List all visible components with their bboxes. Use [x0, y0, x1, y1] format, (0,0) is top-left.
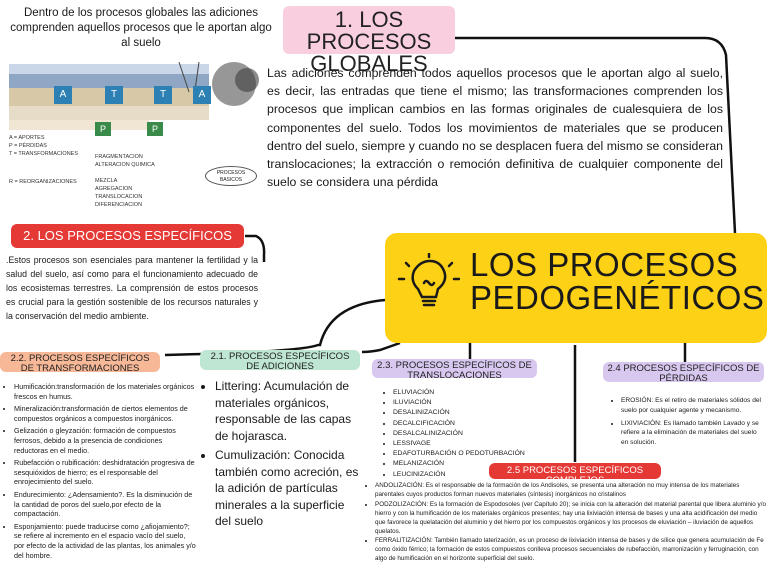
- section-22-list: Humificación:transformación de los mater…: [2, 382, 197, 563]
- section-23-list: ELUVIACIÓN ILUVIACIÓN DESALINIZACIÓN DEC…: [383, 388, 553, 480]
- list-item: ILUVIACIÓN: [393, 398, 553, 408]
- marker-perdidas-1: P: [95, 122, 111, 136]
- section-25-title: 2.5 PROCESOS ESPECÍFICOS COMPLEJOS: [489, 463, 661, 485]
- list-item: EROSIÓN: Es el retiro de materiales sóli…: [621, 396, 762, 416]
- result-ellipse: PROCESOS BASICOS: [205, 166, 257, 186]
- list-item: DESALINIZACIÓN: [393, 408, 553, 418]
- section-22-title: 2.2. PROCESOS ESPECÍFICOS DE TRANSFORMAC…: [0, 352, 160, 373]
- list-item: Esponjamiento: puede traducirse como ¿af…: [14, 522, 197, 560]
- section-21-title: 2.1. PROCESOS ESPECÍFICOS DE ADICIONES: [200, 350, 360, 371]
- list-item: ELUVIACIÓN: [393, 388, 553, 398]
- section-1-title: 1. LOS PROCESOS GLOBALES: [283, 6, 455, 75]
- list-item: Littering: Acumulación de materiales org…: [215, 378, 363, 444]
- section-23-title: 2.3. PROCESOS ESPECÍFICOS DE TRANSLOCACI…: [372, 359, 537, 380]
- figure-caption: Dentro de los procesos globales las adic…: [10, 7, 272, 49]
- connector-s2: [245, 234, 266, 262]
- legend-aportes: A = APORTES: [9, 135, 45, 141]
- section-25-list: ANDOLIZACIÓN: Es el responsable de la fo…: [366, 482, 766, 565]
- list-item: DECALCIFICACIÓN: [393, 419, 553, 429]
- figure-legend: A = APORTES P = PÉRDIDAS T = TRANSFORMAC…: [9, 134, 94, 186]
- legend-transformaciones: T = TRANSFORMACIONES: [9, 151, 79, 157]
- section-1-body: Las adiciones comprenden todos aquellos …: [267, 66, 723, 190]
- t-item: ALTERACION QUIMICA: [95, 162, 155, 168]
- list-item: LEUCINIZACIÓN: [393, 470, 553, 480]
- section-24-list: EROSIÓN: Es el retiro de materiales sóli…: [612, 396, 762, 451]
- marker-transform-1: T: [105, 86, 123, 104]
- r-item: MEZCLA: [95, 178, 118, 184]
- list-item: Gelización o gleyzación: formación de co…: [14, 426, 197, 455]
- list-item: EDAFOTURBACIÓN O PEDOTURBACIÓN: [393, 449, 553, 459]
- list-item: LESSIVAGE: [393, 439, 553, 449]
- list-item: Mineralización:transformación de ciertos…: [14, 404, 197, 423]
- section-2-title: 2. LOS PROCESOS ESPECÍFICOS: [11, 224, 244, 248]
- section-21-list: Littering: Acumulación de materiales org…: [203, 378, 363, 533]
- list-item: DESALCALINIZACIÓN: [393, 429, 553, 439]
- main-title-box: [385, 233, 767, 343]
- r-item: AGREGACION: [95, 186, 133, 192]
- legend-reorganizaciones: R = REORGANIZACIONES: [9, 179, 77, 185]
- lightbulb-icon: [397, 253, 460, 307]
- marker-aportes-1: A: [54, 86, 72, 104]
- list-item: PODZOLIZACIÓN: Es la formación de Espodo…: [375, 501, 766, 537]
- list-item: ANDOLIZACIÓN: Es el responsable de la fo…: [375, 482, 766, 500]
- marker-transform-2: T: [154, 86, 172, 104]
- list-item: FERRALITIZACIÓN: También llamado lateriz…: [375, 537, 766, 564]
- t-item: FRAGMENTACION: [95, 154, 143, 160]
- list-item: Endurecimiento: ¿Adensamiento?. Es la di…: [14, 490, 197, 519]
- r-items: MEZCLA AGREGACION TRANSLOCACION DIFERENC…: [95, 177, 142, 209]
- section-2-body: .Estos procesos son esenciales para mant…: [6, 255, 258, 321]
- main-title: LOS PROCESOS PEDOGENÉTICOS: [470, 246, 765, 316]
- list-item: LIXIVIACIÓN: Es llamado también Lavado y…: [621, 419, 762, 448]
- marker-aportes-2: A: [193, 86, 211, 104]
- list-item: Rubefacción o rubificación: deshidrataci…: [14, 458, 197, 487]
- list-item: Humificación:transformación de los mater…: [14, 382, 197, 401]
- section-24-title: 2.4 PROCESOS ESPECÍFICOS DE PÉRDIDAS: [603, 362, 764, 383]
- r-item: DIFERENCIACION: [95, 202, 143, 208]
- r-item: TRANSLOCACION: [95, 194, 143, 200]
- legend-perdidas: P = PÉRDIDAS: [9, 143, 47, 149]
- list-item: Cumulización: Conocida también como acre…: [215, 447, 363, 530]
- connector-s1: [455, 36, 737, 234]
- t-items: FRAGMENTACION ALTERACION QUIMICA: [95, 153, 155, 169]
- list-item: MELANIZACIÓN: [393, 459, 553, 469]
- soil-process-figure: A T T A P P A = APORTES P = PÉRDIDAS T =…: [9, 61, 263, 212]
- marker-perdidas-2: P: [147, 122, 163, 136]
- connector-s21: [361, 341, 401, 354]
